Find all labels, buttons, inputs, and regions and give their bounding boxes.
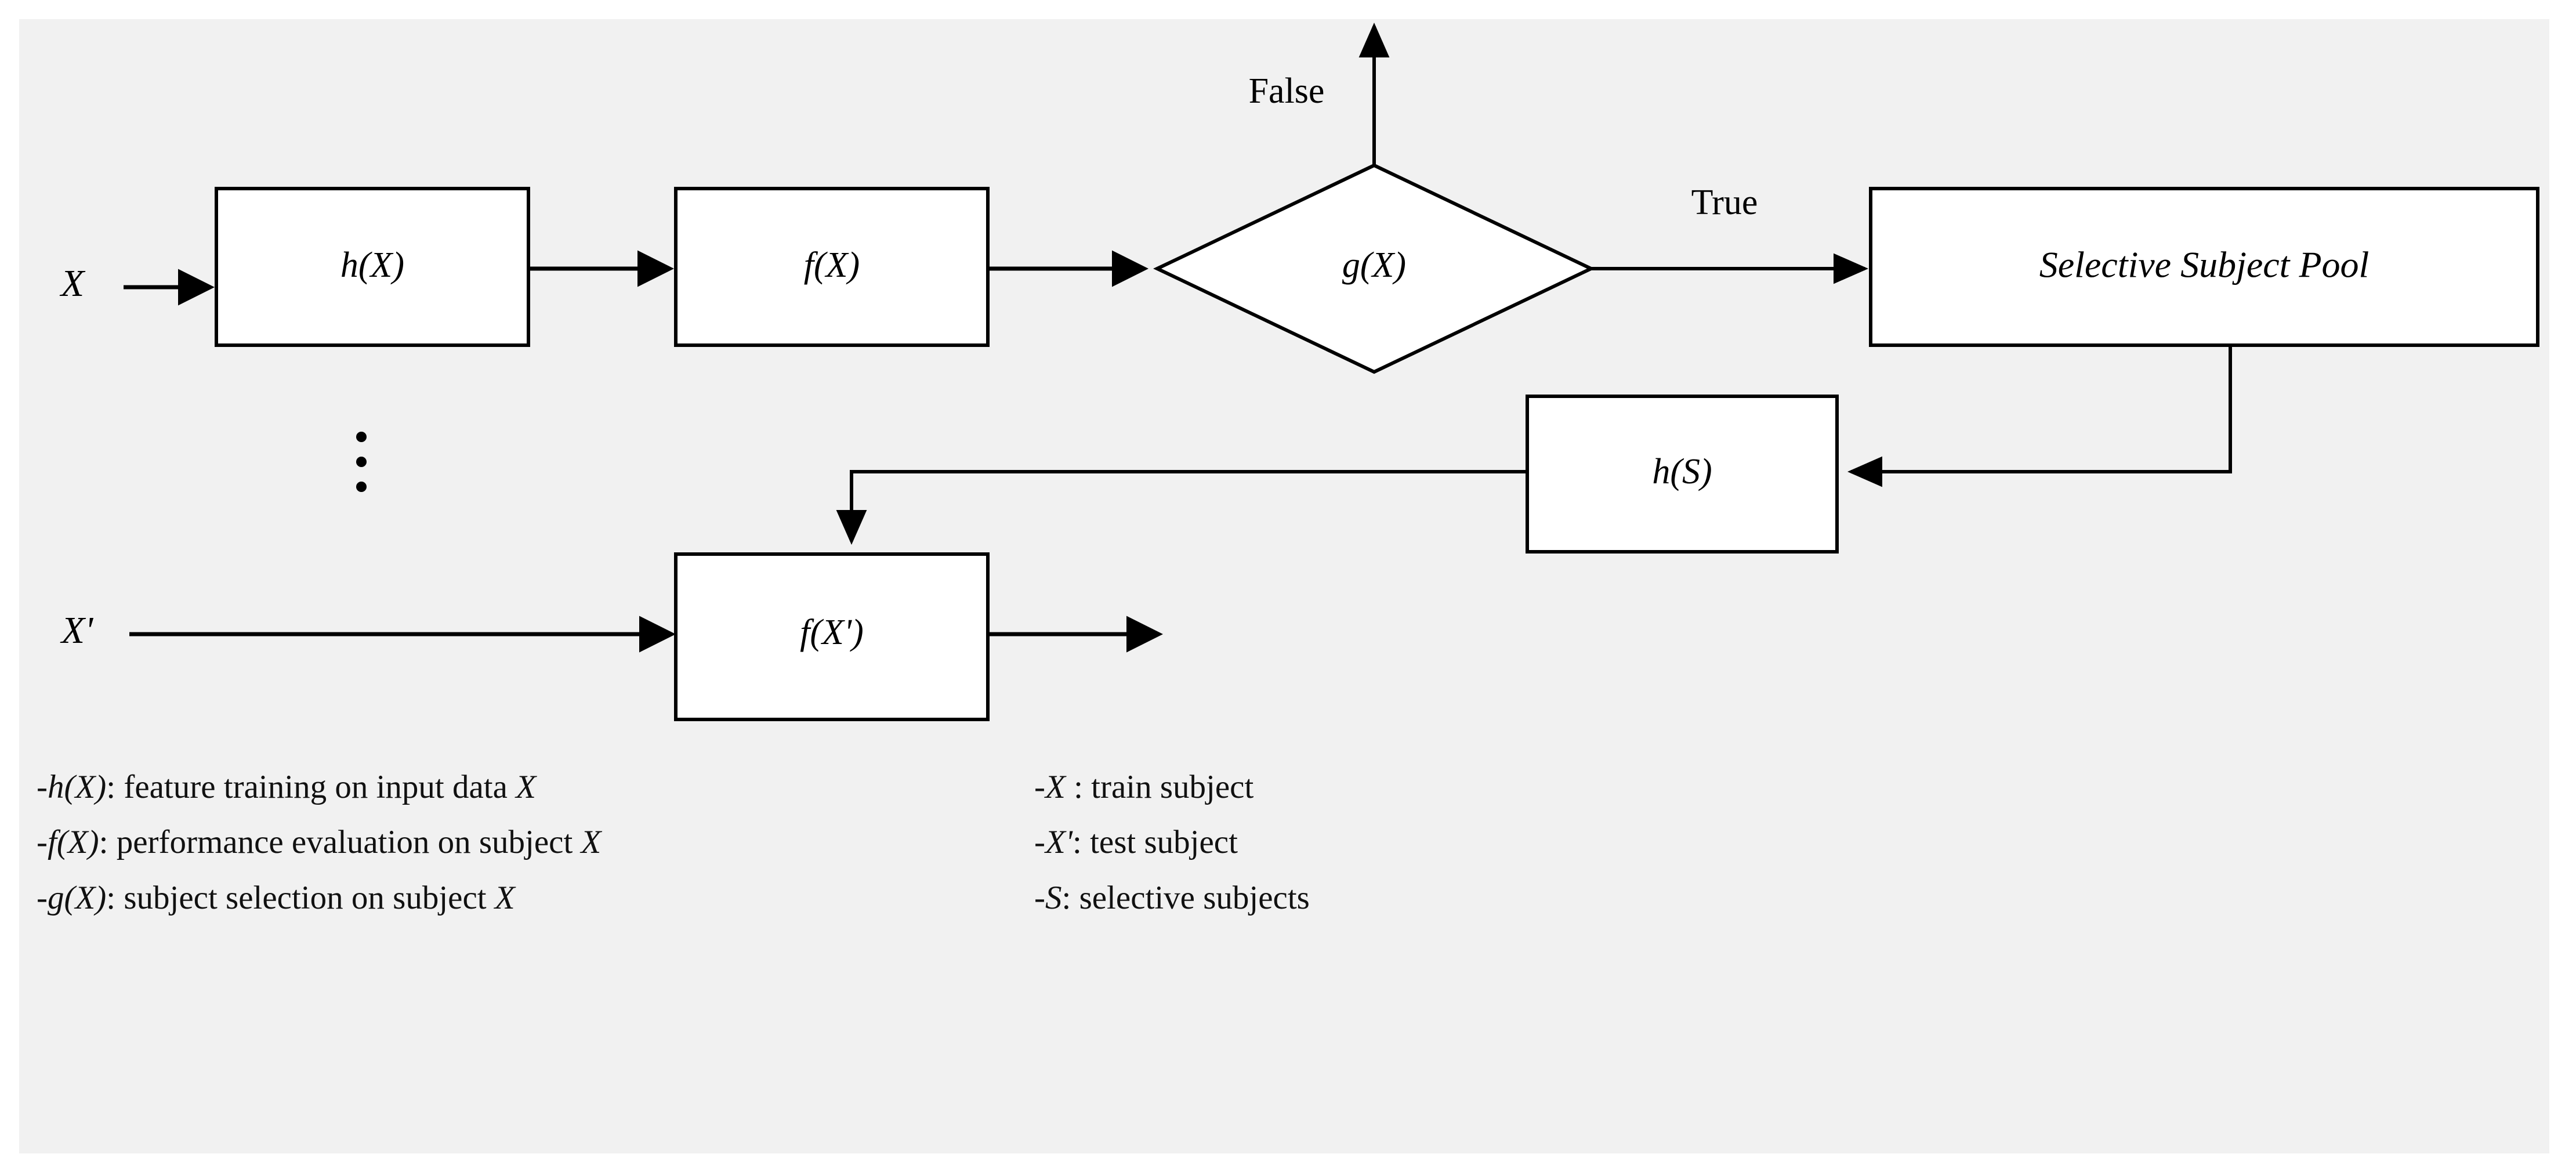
node-gx-label: g(X) — [1342, 245, 1406, 285]
legend-dash: - — [37, 769, 48, 805]
edge-label-true: True — [1691, 183, 1758, 222]
edge-hs-to-fxprime — [836, 470, 1527, 545]
edge-label-false: False — [1249, 71, 1325, 111]
legend-dash: - — [1034, 824, 1045, 861]
legend-dash: - — [37, 824, 48, 861]
legend-symbol-trailing: X — [516, 769, 537, 805]
input-label-x: X — [59, 262, 86, 305]
legend-symbol: S — [1045, 879, 1062, 916]
node-hs-label: h(S) — [1652, 452, 1712, 491]
edge-pool-to-hs — [1847, 345, 2232, 487]
input-label-x-prime: X' — [60, 609, 94, 652]
node-fxprime-box[interactable] — [674, 552, 990, 721]
node-fx-box[interactable] — [674, 187, 990, 347]
node-selective-subject-pool-box[interactable] — [1869, 187, 2539, 347]
legend-text: : feature training on input data — [106, 769, 516, 805]
node-fxprime-label: f(X') — [800, 613, 864, 652]
legend-item-f: -f(X): performance evaluation on subject… — [37, 823, 1023, 862]
legend-item-h: -h(X): feature training on input data X — [37, 768, 1023, 806]
node-hx-box[interactable] — [215, 187, 530, 347]
node-fx-label: f(X) — [804, 245, 860, 285]
legend-dash: - — [1034, 769, 1045, 805]
legend-item-s: -S: selective subjects — [1034, 878, 1962, 917]
node-hs-box[interactable] — [1526, 395, 1839, 554]
flowchart-svg: X h(X) f(X) g(X) False True S — [59, 23, 2539, 721]
legend-symbol: X' — [1045, 824, 1073, 861]
legend-symbol: h(X) — [47, 769, 107, 805]
legend-symbol: g(X) — [47, 879, 107, 916]
legend-dash: - — [37, 879, 48, 916]
legend-dash: - — [1034, 879, 1045, 916]
legend-symbol: X — [1045, 769, 1066, 805]
node-hx-label: h(X) — [340, 245, 404, 285]
vertical-ellipsis-icon — [356, 432, 367, 492]
legend-symbol-trailing: X — [494, 879, 515, 916]
legend-item-x-prime: -X': test subject — [1034, 823, 1962, 862]
legend: -h(X): feature training on input data X … — [19, 768, 2549, 1145]
legend-item-g: -g(X): subject selection on subject X — [37, 878, 1023, 917]
legend-text: : train subject — [1065, 769, 1254, 805]
legend-column-left: -h(X): feature training on input data X … — [37, 768, 1023, 934]
node-selective-subject-pool-label: Selective Subject Pool — [2039, 244, 2370, 285]
legend-text: : performance evaluation on subject — [99, 824, 581, 861]
legend-symbol-trailing: X — [581, 824, 602, 861]
legend-text: : subject selection on subject — [106, 879, 495, 916]
legend-item-x: -X : train subject — [1034, 768, 1962, 806]
diagram-canvas: X h(X) f(X) g(X) False True S — [19, 19, 2549, 1153]
legend-symbol: f(X) — [47, 824, 99, 861]
legend-text: : test subject — [1073, 824, 1238, 861]
legend-column-right: -X : train subject -X': test subject -S:… — [1034, 768, 1962, 934]
legend-text: : selective subjects — [1061, 879, 1310, 916]
